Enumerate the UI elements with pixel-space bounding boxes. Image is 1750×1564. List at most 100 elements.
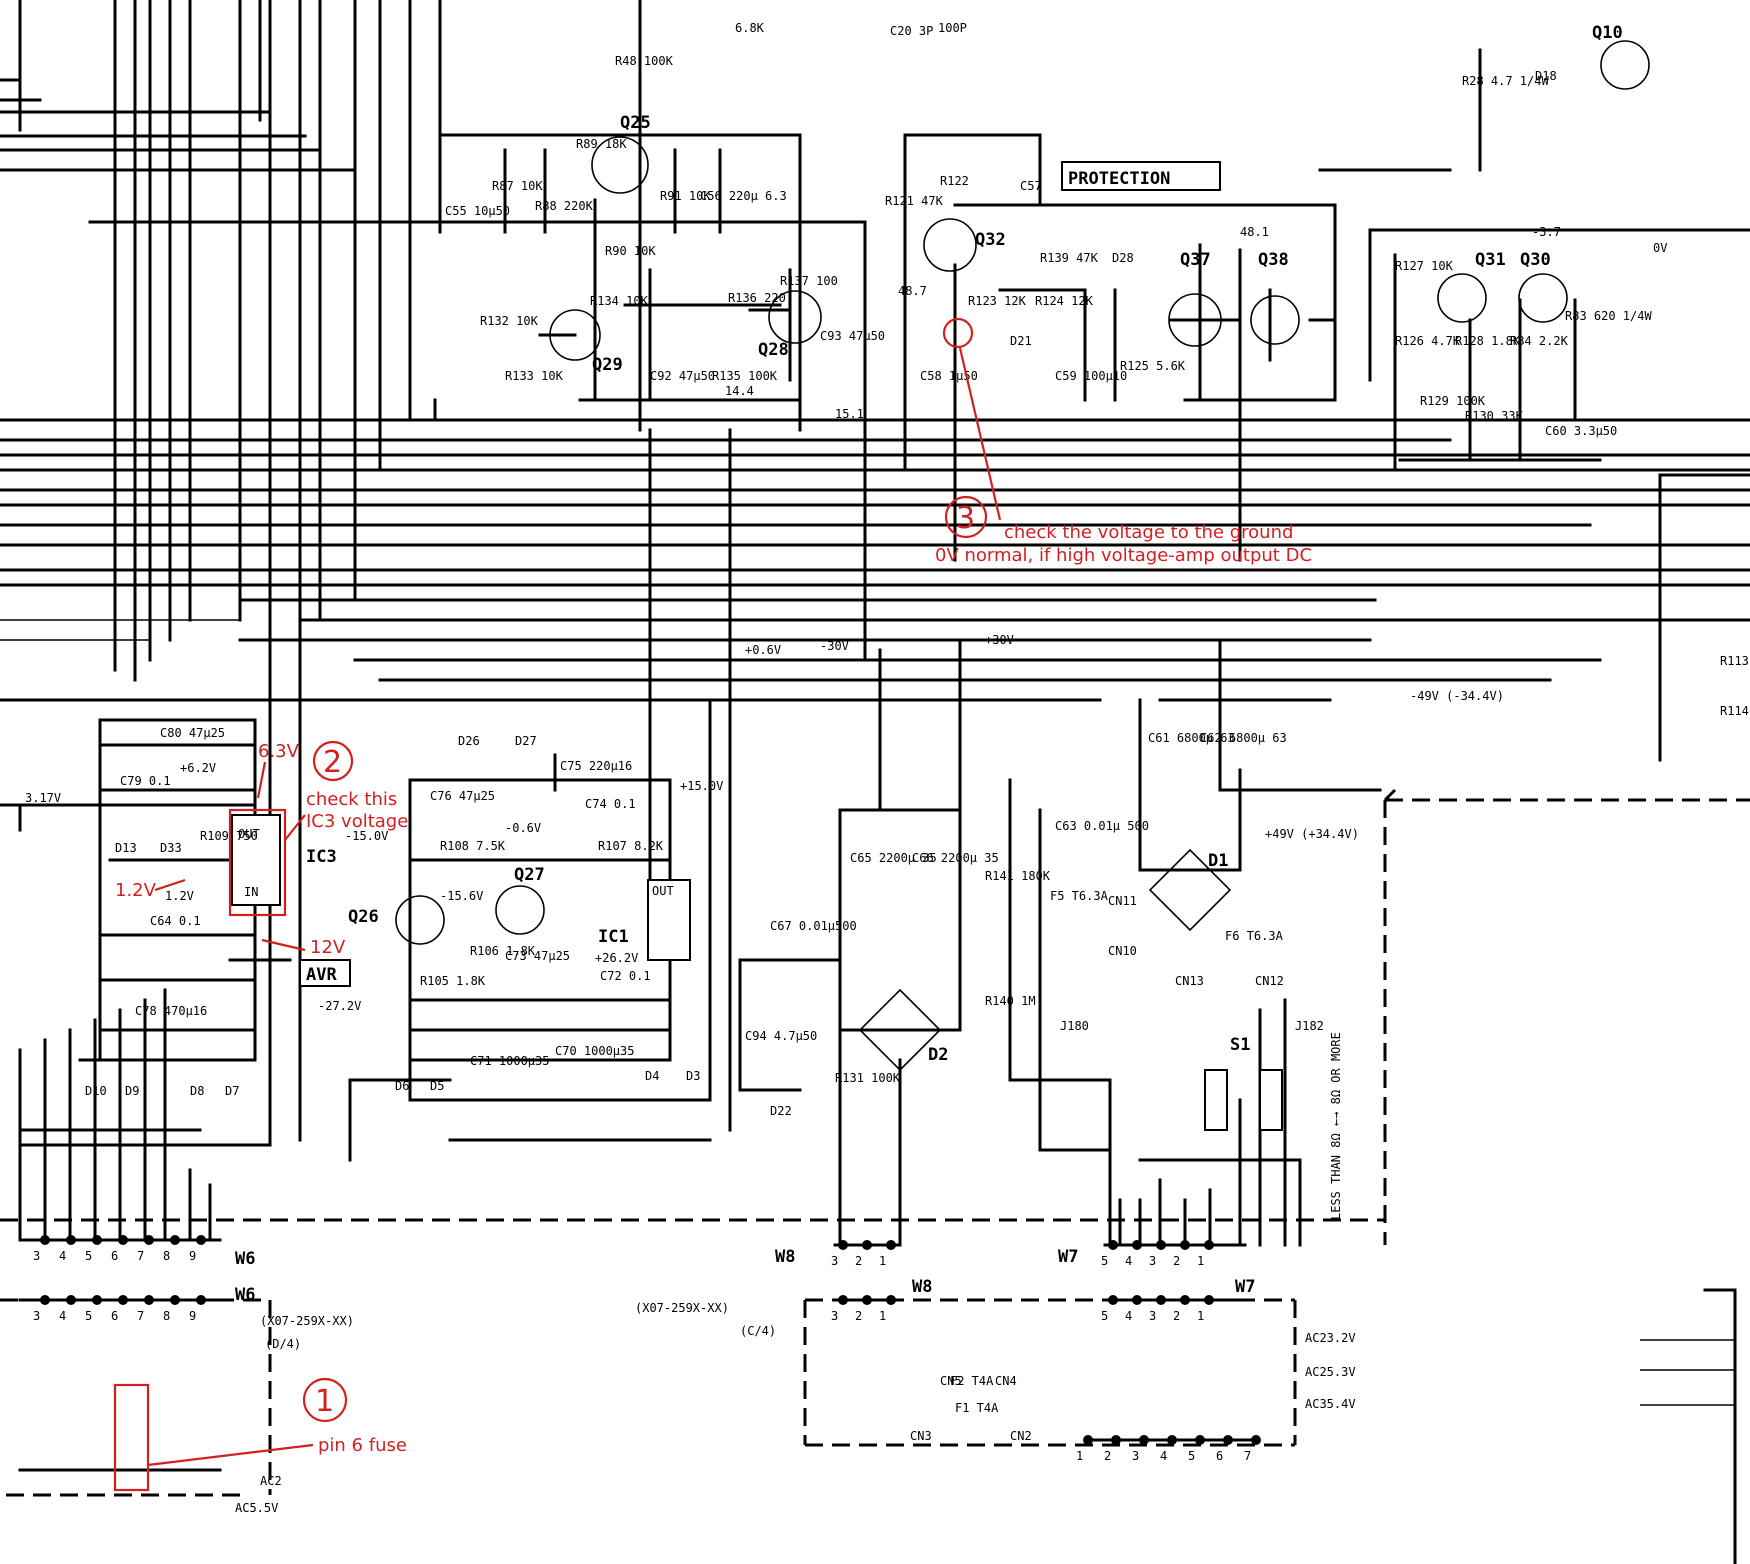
connector-pin xyxy=(1132,1295,1142,1305)
annotation-1-circle xyxy=(302,1377,348,1423)
connector-pin-number: 1 xyxy=(1076,1449,1083,1463)
connector-pin xyxy=(196,1235,206,1245)
d7-label: D7 xyxy=(225,1084,239,1098)
ac25-label: AC25.3V xyxy=(1305,1365,1356,1379)
annotation-2-v63: 6.3V xyxy=(258,741,300,762)
q25-q28-driver-stage: Q25 Q29 Q28 R89 18K C55 10μ50 R87 10K R8… xyxy=(88,21,967,662)
q10-label: Q10 xyxy=(1592,23,1623,43)
pcb-d4-sub: (D/4) xyxy=(265,1337,301,1351)
w8-label-bottom: W8 xyxy=(912,1277,932,1297)
r87-label: R87 10K xyxy=(492,179,543,193)
annotation-1-box xyxy=(113,1383,150,1492)
annotation-2-leader xyxy=(284,814,306,841)
v30pos-label: +30V xyxy=(985,633,1014,647)
annotation-2-line2: IC3 voltage xyxy=(306,811,408,832)
annotation-3-target xyxy=(942,317,974,349)
connector-pin-number: 5 xyxy=(85,1309,92,1323)
c61-label: C61 6800μ 63 xyxy=(1148,731,1235,745)
annotation-2-v12b: 12V xyxy=(310,937,346,958)
w6-label-bottom: W6 xyxy=(235,1285,255,1305)
connector-pin xyxy=(1251,1435,1261,1445)
connector-pin xyxy=(40,1235,50,1245)
ic1-box xyxy=(647,879,691,961)
cn3-label: CN3 xyxy=(910,1429,932,1443)
c73-label: C73 47μ25 xyxy=(505,949,570,963)
ac35-label: AC35.4V xyxy=(1305,1397,1356,1411)
c100p-label: 100P xyxy=(938,21,967,35)
r109-label: R109 750 xyxy=(200,829,258,843)
v06n-label: -0.6V xyxy=(505,821,541,835)
r131-label: R131 100K xyxy=(835,1071,901,1085)
c57-label: C57 xyxy=(1020,179,1042,193)
cn5-label: CN5 xyxy=(940,1374,962,1388)
v49pos-label: +49V (+34.4V) xyxy=(1265,827,1359,841)
connector-pin xyxy=(1195,1435,1205,1445)
d1-bridge xyxy=(1148,848,1232,932)
c74-label: C74 0.1 xyxy=(585,797,636,811)
d26-label: D26 xyxy=(458,734,480,748)
f5-label: F5 T6.3A xyxy=(1050,889,1109,903)
q38-label: Q38 xyxy=(1258,250,1289,270)
d10-label: D10 xyxy=(85,1084,107,1098)
connector-pin xyxy=(1180,1295,1190,1305)
r132-label: R132 10K xyxy=(480,314,539,328)
r83-label: R83 620 1/4W xyxy=(1565,309,1652,323)
r128-label: R128 1.8K xyxy=(1455,334,1521,348)
annotation-3-line1: check the voltage to the ground xyxy=(1004,522,1293,543)
c20-label: C20 3P xyxy=(890,24,933,38)
c75-label: C75 220μ16 xyxy=(560,759,632,773)
c71-label: C71 1000μ35 xyxy=(470,1054,549,1068)
w6-label-top: W6 xyxy=(235,1249,255,1269)
connector-pin-number: 8 xyxy=(163,1309,170,1323)
v06-label: +0.6V xyxy=(745,643,781,657)
connector-pin-number: 9 xyxy=(189,1249,196,1263)
d21-label: D21 xyxy=(1010,334,1032,348)
c78-label: C78 470μ16 xyxy=(135,1004,207,1018)
r124-label: R124 12K xyxy=(1035,294,1094,308)
cn4-label: CN4 xyxy=(995,1374,1017,1388)
annotation-1-number: 1 xyxy=(315,1384,334,1419)
d6-label: D6 xyxy=(395,1079,409,1093)
connector-pin-number: 2 xyxy=(855,1254,862,1268)
connector-pin-number: 4 xyxy=(1125,1309,1132,1323)
connector-pin xyxy=(66,1295,76,1305)
main-power-supply: D2 D1 C65 2200μ 35 C66 2200μ 35 C67 0.01… xyxy=(738,638,1382,1247)
v37-label: -3.7 xyxy=(1532,225,1561,239)
connector-pin xyxy=(170,1235,180,1245)
cn12-label: CN12 xyxy=(1255,974,1284,988)
annotation-2-line1: check this xyxy=(306,789,397,810)
f6-label: F6 T6.3A xyxy=(1225,929,1284,943)
connector-pin-number: 1 xyxy=(879,1254,886,1268)
d27-label: D27 xyxy=(515,734,537,748)
connector-pin xyxy=(862,1240,872,1250)
q28-label: Q28 xyxy=(758,340,789,360)
d8-label: D8 xyxy=(190,1084,204,1098)
w8-label-top: W8 xyxy=(775,1247,795,1267)
connector-pin-number: 4 xyxy=(1125,1254,1132,1268)
r113-label: R113 4.7K xyxy=(1720,654,1750,668)
connector-pin-number: 5 xyxy=(1188,1449,1195,1463)
connector-pin xyxy=(1156,1240,1166,1250)
v15neg-label: -15.0V xyxy=(345,829,388,843)
ic1-out: OUT xyxy=(652,884,674,898)
connector-pin-number: 3 xyxy=(1149,1254,1156,1268)
connector-pin-number: 9 xyxy=(189,1309,196,1323)
connector-pin-number: 1 xyxy=(1197,1309,1204,1323)
connector-pin-number: 5 xyxy=(85,1249,92,1263)
r134-label: R134 10K xyxy=(590,294,649,308)
c58-label: C58 1μ50 xyxy=(920,369,978,383)
v272-label: -27.2V xyxy=(318,999,361,1013)
q32-label: Q32 xyxy=(975,230,1006,250)
connector-rows: W6 W6 (X07-259X-XX) (D/4) W8 W8 W7 W7 (X… xyxy=(18,1235,1356,1515)
connector-pin xyxy=(838,1295,848,1305)
r88-label: R88 220K xyxy=(535,199,594,213)
annotation-3-circle xyxy=(944,495,988,539)
c65-label: C65 2200μ 35 xyxy=(850,851,937,865)
connector-pin xyxy=(144,1295,154,1305)
r135-label: R135 100K xyxy=(712,369,778,383)
q31-label: Q31 xyxy=(1475,250,1506,270)
r91-label: R91 10K xyxy=(660,189,711,203)
connector-pin-number: 5 xyxy=(1101,1309,1108,1323)
